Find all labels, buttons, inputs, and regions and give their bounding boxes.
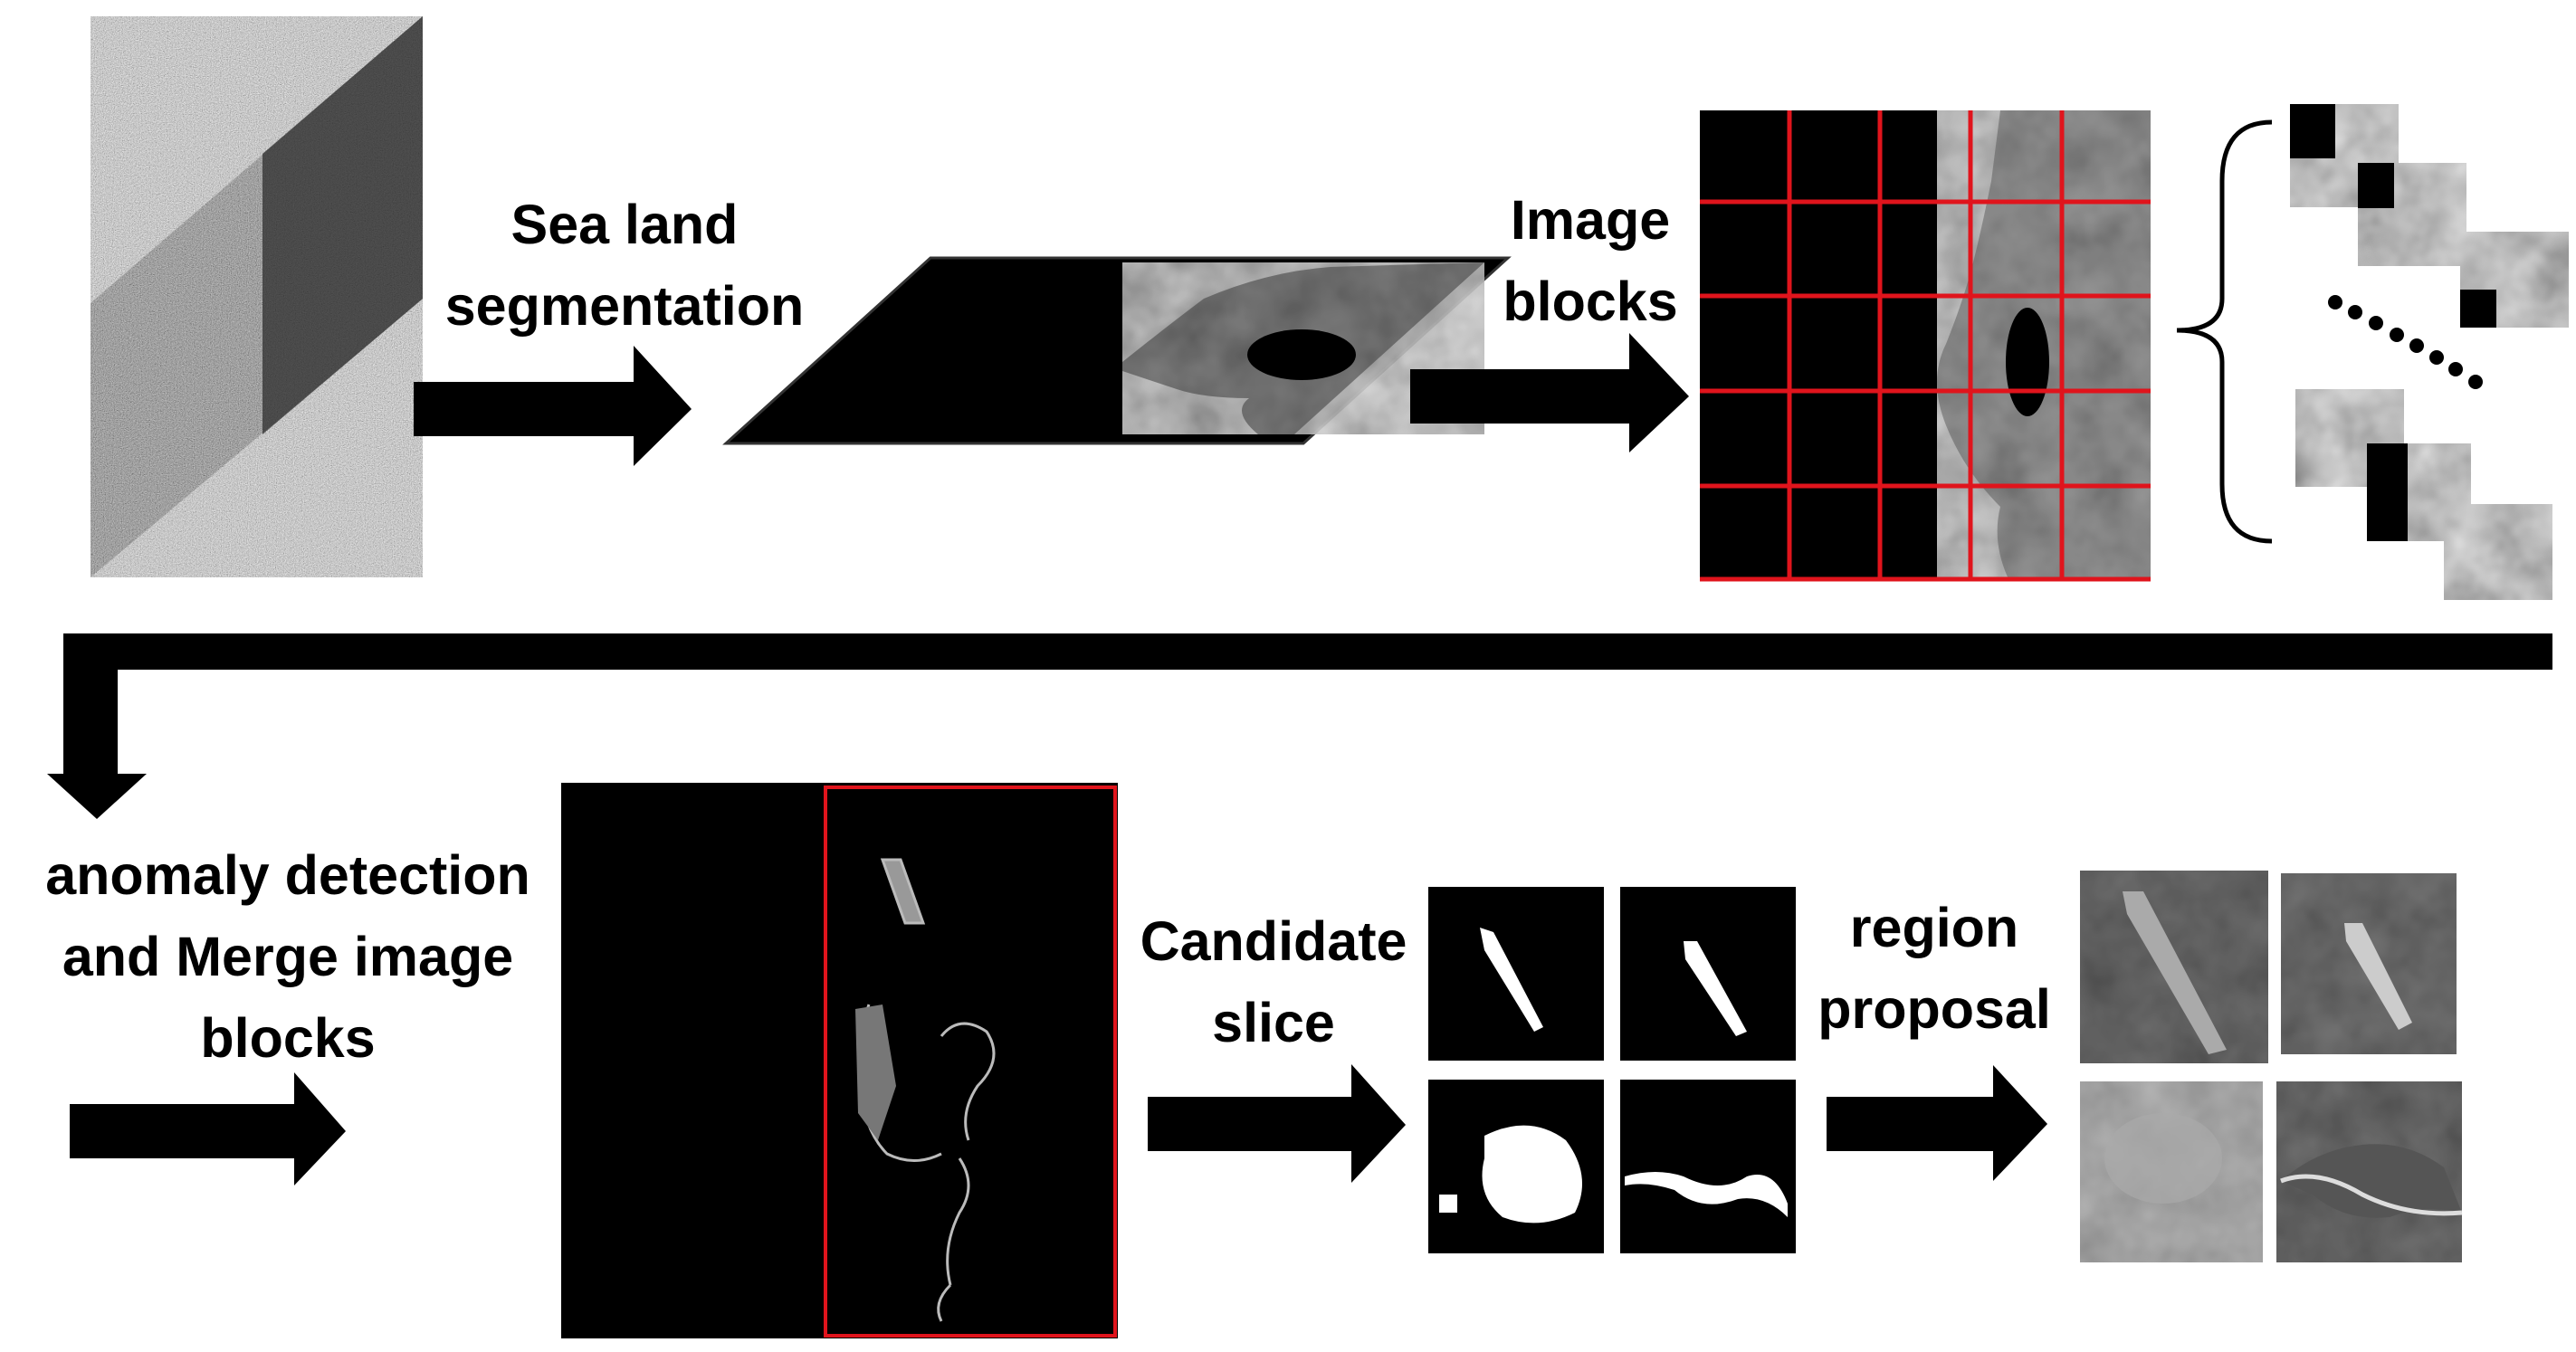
arrow-right-icon (414, 346, 692, 466)
arrow-right-icon (1827, 1065, 2047, 1181)
step-label-line: Candidate (1140, 910, 1407, 972)
step-label-line: anomaly detection (45, 844, 530, 906)
step-label-line: proposal (1818, 978, 2051, 1040)
step-label-candidate: Candidate slice (1140, 900, 1407, 1063)
step-label-line: region (1849, 897, 2019, 958)
return-arrow (47, 633, 2552, 819)
arrow-right-icon (1148, 1064, 1406, 1183)
step-label-line: Image (1510, 189, 1671, 251)
image-blocks-grid (1700, 110, 2151, 582)
arrow-right-icon (1410, 333, 1689, 452)
arrow-down-icon (47, 774, 147, 819)
step-label-image-blocks: Image blocks (1503, 179, 1677, 342)
step-label-line: segmentation (444, 275, 805, 337)
step-label-line: and Merge image (62, 926, 514, 987)
satellite-input-image (91, 16, 423, 577)
brace-icon (2176, 119, 2273, 544)
step-label-line: blocks (1503, 271, 1678, 332)
candidate-slices (1428, 887, 1796, 1253)
step-label-anomaly: anomaly detection and Merge image blocks (45, 834, 530, 1079)
step-label-line: Sea land (510, 194, 739, 255)
segmented-image (722, 256, 1512, 445)
step-label-line: blocks (200, 1007, 376, 1069)
step-label-line: slice (1212, 992, 1335, 1053)
step-label-sea-land: Sea land segmentation (445, 184, 805, 347)
arrow-right-icon (70, 1072, 346, 1185)
merged-image (561, 783, 1118, 1338)
block-tiles (2290, 104, 2569, 600)
region-proposals (2080, 871, 2463, 1262)
step-label-region: region proposal (1818, 887, 2051, 1050)
